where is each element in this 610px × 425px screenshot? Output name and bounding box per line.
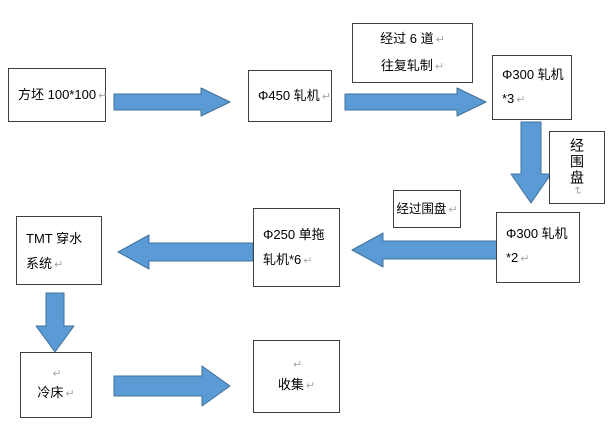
flow-note-coil-pass: 经过围盘↵ [393, 190, 461, 228]
flow-node-mill450: Φ450 轧机↵ [248, 70, 332, 122]
arrow-down-tmt-to-coolingbed [35, 292, 75, 353]
return-mark: ↵ [434, 61, 445, 73]
node-label: TMT 穿水 [26, 231, 83, 246]
flow-node-collection: ↵ 收集↵ [253, 340, 340, 413]
flow-node-cooling-bed: ↵ 冷床↵ [20, 352, 92, 418]
node-label: 方坯 100*100 [18, 86, 97, 102]
arrow-right-coolingbed-to-collection [113, 365, 231, 407]
flow-node-tmt-water-system: TMT 穿水 系统↵ [16, 216, 102, 285]
arrow-left-mill250-to-tmt [117, 234, 254, 270]
node-label: *2 [506, 250, 519, 265]
node-label: 经围盘 [569, 137, 585, 186]
return-mark: ↵ [98, 89, 108, 102]
return-mark: ↵ [516, 94, 526, 106]
node-label: Φ300 轧机 [502, 67, 564, 82]
node-label: *3 [502, 91, 515, 106]
node-label: Φ450 轧机 [258, 87, 320, 103]
node-label: Φ250 单拖 [263, 227, 325, 242]
return-mark: ↵ [520, 253, 530, 265]
node-label: 冷床 [37, 385, 64, 400]
arrow-left-mill300x2-to-mill250 [351, 232, 498, 268]
return-mark: ↵ [571, 185, 583, 198]
arrow-right-mill450-to-mill300x3 [344, 87, 487, 117]
node-label: 轧机*6 [263, 252, 302, 267]
arrow-right-billet-to-mill450 [113, 87, 231, 117]
return-mark: ↵ [54, 259, 64, 271]
flow-node-mill300x3: Φ300 轧机 *3↵ [492, 55, 572, 120]
return-mark: ↵ [52, 368, 62, 380]
flow-node-mill250: Φ250 单拖 轧机*6↵ [253, 208, 340, 287]
return-mark: ↵ [65, 388, 75, 400]
return-mark: ↵ [303, 255, 313, 267]
flow-node-billet: 方坯 100*100↵ [8, 68, 108, 122]
return-mark: ↵ [321, 90, 331, 103]
node-label: 经过 6 道 [380, 31, 434, 46]
node-label: 往复轧制 [380, 58, 433, 73]
node-label: 经过围盘 [396, 201, 447, 216]
node-label: 收集 [277, 376, 304, 392]
return-mark: ↵ [292, 358, 303, 371]
flow-note-six-passes: 经过 6 道↵ 往复轧制↵ [352, 23, 473, 83]
flow-note-coil-loop-vertical: 经围盘↵ [549, 131, 605, 204]
return-mark: ↵ [448, 203, 458, 216]
return-mark: ↵ [305, 379, 316, 392]
node-label: Φ300 轧机 [506, 226, 568, 241]
flow-node-mill300x2: Φ300 轧机 *2↵ [496, 212, 580, 283]
return-mark: ↵ [435, 34, 445, 46]
node-label: 系统 [26, 256, 53, 271]
arrow-down-mill300x3-to-mill300x2 [510, 121, 552, 204]
